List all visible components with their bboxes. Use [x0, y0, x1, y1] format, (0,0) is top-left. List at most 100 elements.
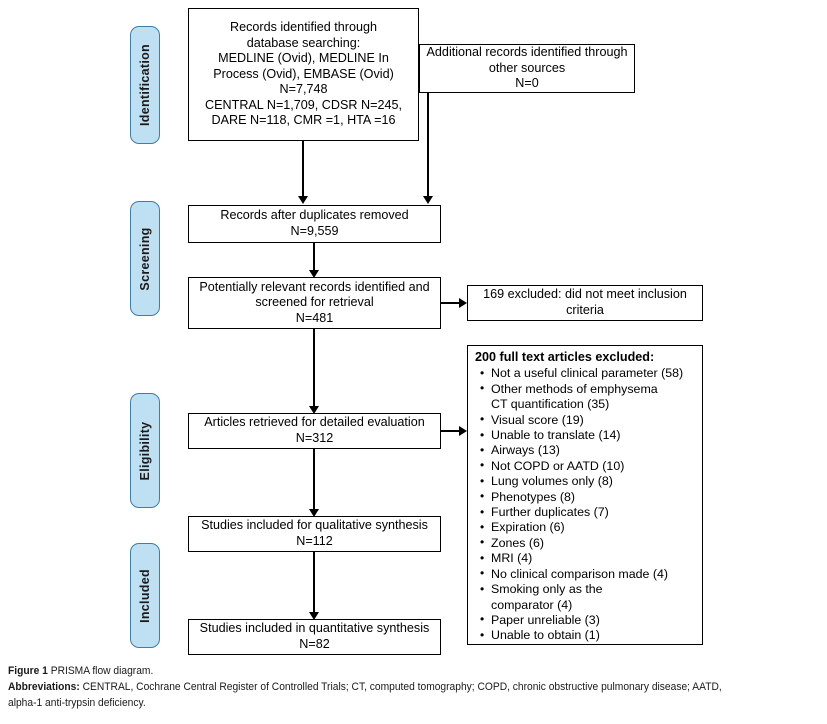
list-item-text: Visual score (19): [491, 412, 584, 427]
figure-caption: Figure 1 PRISMA flow diagram. Abbreviati…: [8, 663, 739, 711]
list-item-text: Other methods of emphysema: [491, 381, 658, 396]
list-item: No clinical comparison made (4): [480, 566, 697, 582]
list-item: Paper unreliable (3): [480, 612, 697, 628]
box-records-screened: Potentially relevant records identified …: [188, 277, 441, 329]
arrowhead-screened-to-excluded169: [459, 298, 467, 308]
box-line: Additional records identified through: [426, 45, 628, 60]
box-line: Potentially relevant records identified …: [199, 279, 430, 294]
box-line: Records after duplicates removed: [220, 208, 409, 223]
exclusion-list-title: 200 full text articles excluded:: [475, 350, 655, 364]
arrowhead-duplicates-to-screened: [309, 270, 319, 278]
list-item-text: Zones (6): [491, 535, 545, 550]
stage-tab-included: Included: [130, 543, 160, 648]
list-item-text: Paper unreliable (3): [491, 612, 600, 627]
caption-figure-title: PRISMA flow diagram.: [50, 665, 154, 677]
connector-database-to-duplicates: [302, 141, 304, 198]
list-item: Visual score (19): [480, 412, 697, 428]
box-line: DARE N=118, CMR =1, HTA =16: [211, 113, 396, 128]
list-item-text: No clinical comparison made (4): [491, 566, 668, 581]
box-line: N=481: [295, 310, 334, 325]
box-articles-retrieved: Articles retrieved for detailed evaluati…: [188, 413, 441, 449]
list-item: Not a useful clinical parameter (58): [480, 366, 697, 382]
stage-label-eligibility: Eligibility: [138, 421, 152, 480]
connector-duplicates-to-screened: [313, 243, 315, 272]
list-item-text: MRI (4): [491, 551, 533, 566]
stage-tab-screening: Screening: [130, 201, 160, 316]
box-excluded-169: 169 excluded: did not meet inclusion cri…: [467, 285, 703, 321]
caption-figure-label: Figure 1: [8, 665, 48, 677]
box-line: other sources: [488, 60, 566, 75]
arrowhead-additional-to-duplicates: [423, 196, 433, 204]
connector-screened-to-retrieved: [313, 329, 315, 408]
connector-retrieved-to-fulltext-excluded: [441, 430, 461, 432]
caption-title-line: Figure 1 PRISMA flow diagram.: [8, 663, 739, 679]
caption-abbreviations-text: CENTRAL, Cochrane Central Register of Co…: [8, 681, 722, 709]
list-item: Zones (6): [480, 535, 697, 551]
list-item-text: Unable to translate (14): [491, 428, 621, 443]
stage-label-screening: Screening: [138, 226, 152, 291]
box-fulltext-articles-excluded: 200 full text articles excluded: Not a u…: [467, 345, 703, 645]
list-item-text: Not COPD or AATD (10): [491, 458, 625, 473]
list-item: Not COPD or AATD (10): [480, 458, 697, 474]
box-records-after-duplicates-removed: Records after duplicates removed N=9,559: [188, 205, 441, 243]
list-item: Airways (13): [480, 443, 697, 459]
list-item-text: Unable to obtain (1): [491, 628, 600, 643]
box-line: MEDLINE (Ovid), MEDLINE In: [218, 51, 389, 66]
connector-retrieved-to-qualitative: [313, 449, 315, 511]
connector-screened-to-excluded169: [441, 302, 461, 304]
list-item-text: Smoking only as the: [491, 582, 603, 597]
list-item-text: Expiration (6): [491, 520, 565, 535]
box-line: Studies included for qualitative synthes…: [201, 518, 428, 533]
list-item-text: Lung volumes only (8): [491, 474, 613, 489]
arrowhead-retrieved-to-fulltext-excluded: [459, 426, 467, 436]
box-line: criteria: [566, 303, 604, 317]
stage-label-identification: Identification: [138, 44, 152, 126]
box-quantitative-synthesis: Studies included in quantitative synthes…: [188, 619, 441, 655]
box-line: N=0: [515, 76, 539, 91]
box-line: N=82: [299, 637, 330, 651]
box-line: Records identified through: [229, 19, 378, 34]
box-line: N=112: [296, 534, 333, 548]
box-line: CENTRAL N=1,709, CDSR N=245,: [205, 97, 402, 112]
box-line: 169 excluded: did not meet inclusion: [483, 287, 687, 302]
caption-abbreviations-label: Abbreviations:: [8, 681, 80, 693]
exclusion-reason-list: Not a useful clinical parameter (58) Oth…: [475, 366, 697, 644]
stage-label-included: Included: [138, 568, 152, 623]
stage-tab-eligibility: Eligibility: [130, 393, 160, 508]
connector-qualitative-to-quantitative: [313, 552, 315, 614]
list-item-text-cont: comparator (4): [491, 597, 573, 612]
stage-tab-identification: Identification: [130, 26, 160, 144]
arrowhead-database-to-duplicates: [298, 196, 308, 204]
box-line: Studies included in quantitative synthes…: [199, 621, 430, 636]
list-item: Lung volumes only (8): [480, 474, 697, 490]
list-item-text-cont: CT quantification (35): [491, 397, 610, 412]
list-item-text: Not a useful clinical parameter (58): [491, 366, 684, 381]
box-line: N=9,559: [290, 224, 339, 238]
arrowhead-retrieved-to-qualitative: [309, 509, 319, 517]
arrowhead-screened-to-retrieved: [309, 406, 319, 414]
list-item-text: Phenotypes (8): [491, 489, 576, 504]
prisma-flow-diagram: Identification Screening Eligibility Inc…: [0, 0, 827, 660]
list-item: MRI (4): [480, 551, 697, 567]
arrowhead-qualitative-to-quantitative: [309, 612, 319, 620]
box-qualitative-synthesis: Studies included for qualitative synthes…: [188, 516, 441, 552]
box-additional-records: Additional records identified through ot…: [419, 44, 635, 93]
box-line: Process (Ovid), EMBASE (Ovid): [213, 66, 394, 81]
list-item: Phenotypes (8): [480, 489, 697, 505]
connector-additional-to-duplicates: [427, 93, 429, 198]
list-item-text: Further duplicates (7): [491, 505, 609, 520]
box-line: N=312: [295, 431, 334, 445]
list-item: Unable to translate (14): [480, 428, 697, 444]
caption-abbreviations-line: Abbreviations: CENTRAL, Cochrane Central…: [8, 679, 739, 711]
box-line: database searching:: [246, 35, 361, 50]
box-line: N=7,748: [279, 82, 328, 97]
box-records-identified-database: Records identified through database sear…: [188, 8, 419, 141]
list-item: Further duplicates (7): [480, 505, 697, 521]
list-item-text: Airways (13): [491, 443, 560, 458]
list-item: Expiration (6): [480, 520, 697, 536]
box-line: Articles retrieved for detailed evaluati…: [204, 415, 425, 430]
box-line: screened for retrieval: [255, 295, 374, 310]
list-item: Unable to obtain (1): [480, 628, 697, 644]
